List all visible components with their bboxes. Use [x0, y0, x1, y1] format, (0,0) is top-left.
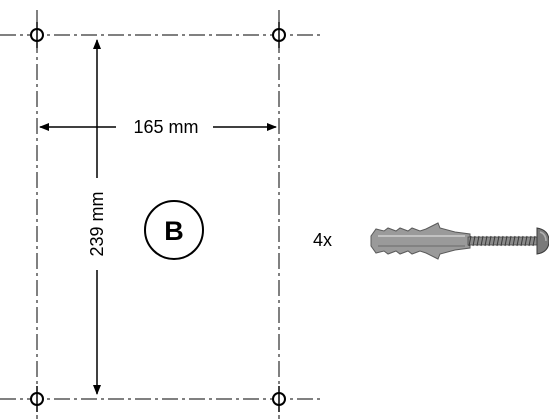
width-label: 165 mm: [133, 117, 198, 137]
letter-circle: [144, 200, 204, 260]
template-letter-badge: B: [144, 200, 204, 260]
template-outline: [0, 10, 320, 419]
template-letter: B: [164, 216, 184, 246]
quantity-label: 4x: [313, 230, 332, 250]
height-dimension: 239 mm: [87, 39, 107, 395]
height-label: 239 mm: [87, 191, 107, 256]
wall-plug-screw-icon: [370, 222, 549, 260]
width-dimension: 165 mm: [39, 117, 277, 137]
